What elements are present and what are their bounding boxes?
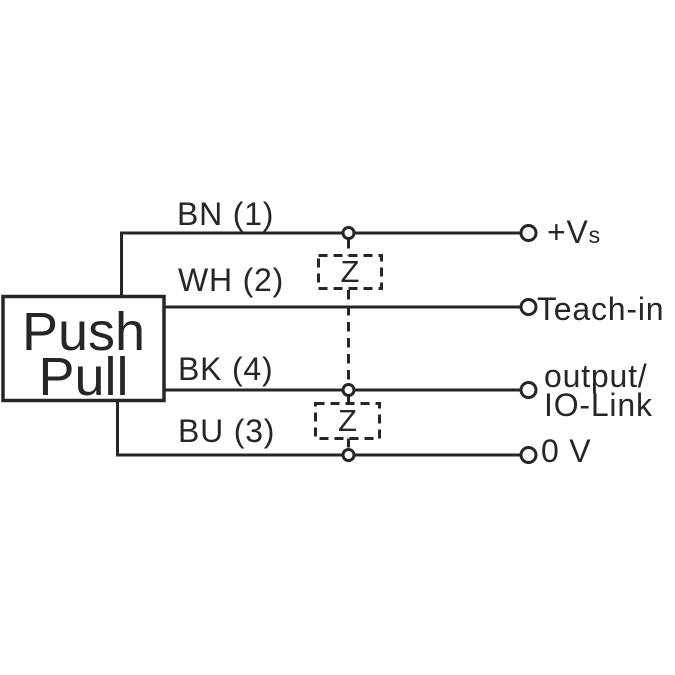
device-box xyxy=(1,294,166,403)
terminal-circle-teach xyxy=(519,298,538,316)
terminal-label-vs-base: +V xyxy=(547,214,589,250)
terminal-label-output: output/ IO-Link xyxy=(544,358,653,423)
junction-dot-bk xyxy=(341,383,356,397)
impedance-box-2 xyxy=(314,402,381,440)
terminal-label-vs-sub: s xyxy=(588,222,601,248)
terminal-label-output-line1: output/ xyxy=(544,358,648,394)
impedance-label-1: Z xyxy=(340,253,360,289)
junction-dot-bu xyxy=(341,448,356,462)
terminal-label-ground: 0 V xyxy=(541,433,592,469)
wire-label-wh: WH (2) xyxy=(178,262,285,298)
wire-label-bk: BK (4) xyxy=(178,351,274,387)
terminal-label-vs: +Vs xyxy=(547,216,601,251)
wire-bu-line xyxy=(116,400,521,457)
terminal-label-teach: Teach-in xyxy=(537,291,665,327)
device-label-line1: Push xyxy=(21,302,146,362)
junction-dot-bn xyxy=(341,226,356,240)
wire-label-bn: BN (1) xyxy=(177,196,275,232)
terminal-circle-ground xyxy=(519,446,538,464)
impedance-label-2: Z xyxy=(338,402,357,438)
terminal-circle-vs xyxy=(519,224,538,242)
impedance-box-1 xyxy=(317,254,383,290)
device-label: Push Pull xyxy=(3,296,164,407)
terminal-circle-output xyxy=(519,381,538,399)
wire-bn-line xyxy=(120,231,521,297)
terminal-label-output-line2: IO-Link xyxy=(544,387,653,423)
device-label-line2: Pull xyxy=(38,347,129,407)
wire-label-bu: BU (3) xyxy=(178,413,276,449)
